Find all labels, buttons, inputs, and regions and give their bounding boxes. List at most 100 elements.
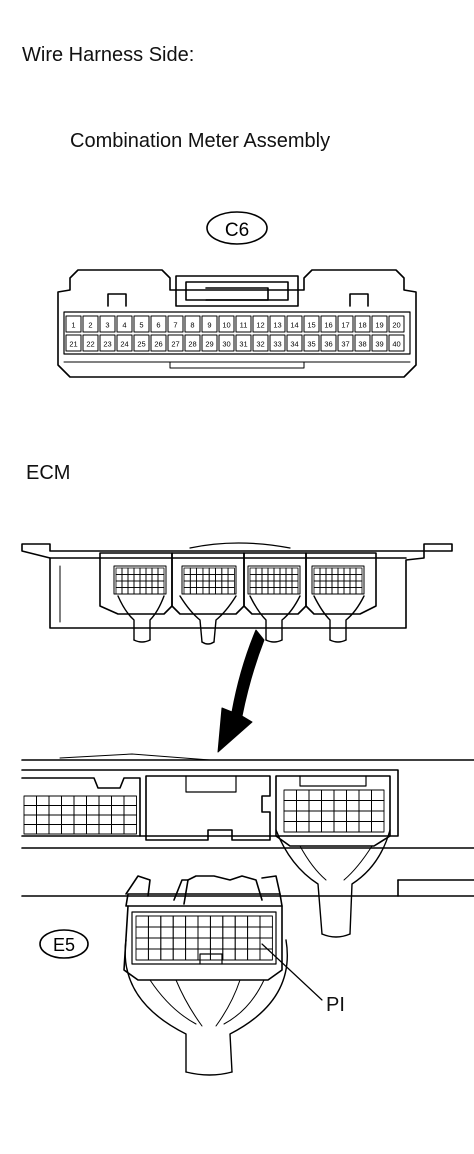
pin-cavity bbox=[337, 574, 345, 582]
connector-c6-body bbox=[57, 269, 417, 378]
pin-cavity bbox=[259, 926, 273, 939]
pin-cavity bbox=[313, 574, 321, 582]
c6-pin-number: 32 bbox=[256, 340, 264, 349]
pin-cavity bbox=[123, 805, 137, 816]
pin-cavity bbox=[185, 937, 199, 950]
pin-cavity bbox=[111, 795, 125, 806]
c6-pin-cell bbox=[235, 315, 252, 333]
pin-cavity bbox=[185, 948, 199, 961]
pin-cavity bbox=[321, 821, 335, 833]
pin-cavity bbox=[135, 926, 149, 939]
pin-cavity bbox=[321, 789, 335, 801]
c6-pin-cell bbox=[371, 334, 388, 352]
c6-pin-number: 37 bbox=[341, 340, 349, 349]
pin-cavity bbox=[371, 810, 385, 822]
pin-cavity bbox=[249, 587, 257, 595]
pin-cavity bbox=[121, 580, 129, 588]
pin-cavity bbox=[98, 824, 112, 835]
pin-cavity bbox=[98, 814, 112, 825]
pin-cavity bbox=[355, 574, 363, 582]
pin-cavity bbox=[172, 937, 187, 950]
pin-cavity bbox=[296, 800, 310, 812]
pin-cavity bbox=[355, 567, 363, 575]
pin-cavity bbox=[145, 587, 153, 595]
c6-pin-cell bbox=[184, 334, 201, 352]
pin-cavity bbox=[283, 810, 297, 822]
pin-cavity bbox=[319, 587, 327, 595]
c6-pin-cell bbox=[286, 315, 303, 333]
pin-cavity bbox=[279, 580, 287, 588]
c6-pin-cell bbox=[235, 334, 252, 352]
pin-cavity bbox=[133, 574, 141, 582]
pin-cavity bbox=[36, 824, 50, 835]
pin-cavity bbox=[121, 587, 129, 595]
c6-pin-cell bbox=[201, 334, 218, 352]
pin-cavity bbox=[283, 821, 297, 833]
pin-cavity bbox=[189, 574, 198, 582]
c6-pin-cell bbox=[133, 315, 150, 333]
pin-cavity bbox=[197, 915, 211, 928]
pin-cavity bbox=[196, 587, 204, 595]
c6-pin-number: 3 bbox=[105, 321, 109, 330]
pin-cavity bbox=[73, 805, 87, 816]
ecm-body bbox=[21, 542, 453, 629]
pin-cavity bbox=[255, 567, 263, 575]
pin-cavity bbox=[261, 567, 269, 575]
pin-cavity bbox=[285, 567, 293, 575]
pin-cavity bbox=[285, 574, 293, 582]
c6-pin-number: 21 bbox=[69, 340, 77, 349]
pin-cavity bbox=[333, 800, 347, 812]
pin-cavity bbox=[255, 580, 263, 588]
page-heading: Wire Harness Side: bbox=[22, 44, 195, 66]
pin-cavity bbox=[157, 574, 165, 582]
connector-c6-code: C6 bbox=[225, 220, 249, 241]
pin-cavity bbox=[115, 574, 123, 582]
pin-cavity bbox=[115, 587, 123, 595]
pin-cavity bbox=[321, 800, 335, 812]
pin-cavity bbox=[160, 915, 174, 928]
pin-cavity bbox=[259, 948, 273, 961]
pin-cavity bbox=[61, 805, 75, 816]
c6-pin-number: 38 bbox=[358, 340, 366, 349]
pin-cavity bbox=[36, 814, 50, 825]
pin-cavity bbox=[371, 789, 385, 801]
pin-cavity bbox=[115, 580, 123, 588]
pin-cavity bbox=[355, 587, 363, 595]
pin-cavity bbox=[151, 574, 159, 582]
c6-pin-number: 19 bbox=[375, 321, 383, 330]
c6-pin-number: 16 bbox=[324, 321, 332, 330]
pin-cavity bbox=[222, 926, 236, 939]
c6-pin-number: 2 bbox=[88, 321, 92, 330]
pin-cavity bbox=[151, 587, 159, 595]
pin-cavity bbox=[325, 580, 333, 588]
pin-cavity bbox=[48, 805, 62, 816]
c6-pin-number: 13 bbox=[273, 321, 281, 330]
pin-cavity bbox=[227, 567, 235, 575]
pin-cavity bbox=[121, 567, 129, 575]
pin-cavity bbox=[343, 567, 351, 575]
pin-cavity bbox=[127, 574, 135, 582]
c6-pin-number: 29 bbox=[205, 340, 213, 349]
pin-cavity bbox=[308, 821, 322, 833]
pin-cavity bbox=[285, 580, 293, 588]
pin-cavity bbox=[208, 574, 216, 582]
pin-cavity bbox=[160, 926, 174, 939]
pin-cavity bbox=[208, 580, 216, 588]
c6-pin-number: 15 bbox=[307, 321, 315, 330]
c6-pin-number: 6 bbox=[156, 321, 160, 330]
c6-pin-number: 18 bbox=[358, 321, 366, 330]
c6-pin-cell bbox=[99, 334, 116, 352]
pin-cavity bbox=[308, 810, 322, 822]
pin-cavity bbox=[172, 948, 187, 961]
pin-cavity bbox=[313, 580, 321, 588]
pin-cavity bbox=[273, 580, 281, 588]
c6-pin-cell bbox=[269, 315, 286, 333]
pin-cavity bbox=[23, 805, 37, 816]
pin-cavity bbox=[325, 587, 333, 595]
pin-cavity bbox=[133, 567, 141, 575]
c6-pin-cell bbox=[116, 334, 133, 352]
pin-cavity bbox=[145, 580, 153, 588]
pin-cavity bbox=[313, 567, 321, 575]
pin-cavity bbox=[358, 810, 372, 822]
